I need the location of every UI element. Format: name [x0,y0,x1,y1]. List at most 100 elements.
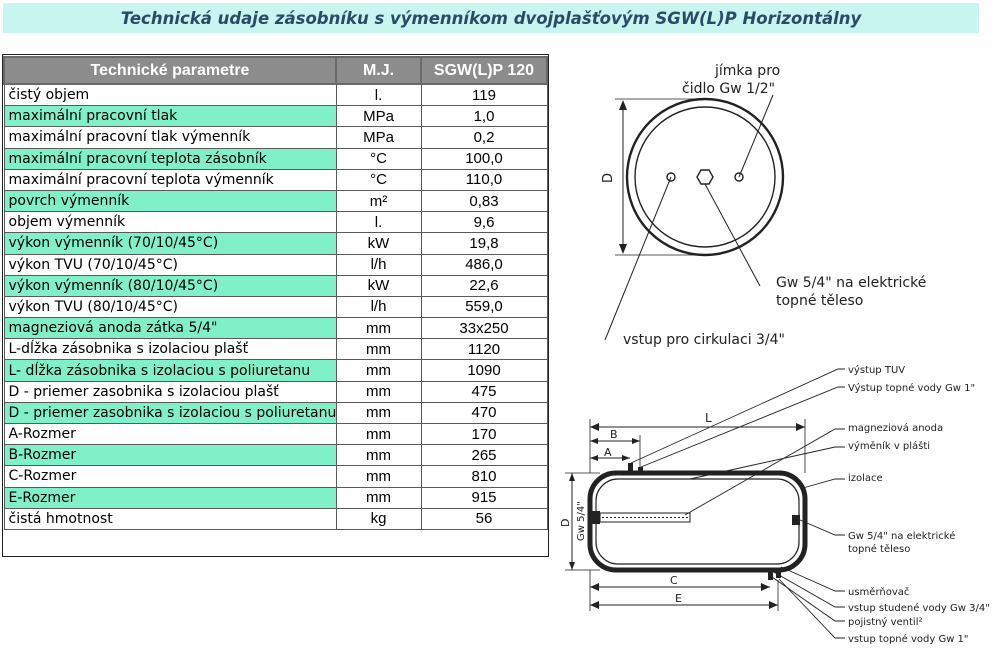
dim-d-arrow-top [569,473,575,481]
value-cell: 33x250 [420,317,548,340]
front-view-diagram: D jímka pro čidlo Gw 1/2" Gw 5/4" na ele… [601,63,926,348]
dim-c-label: C [670,574,678,587]
dim-d-label: D [601,173,616,183]
dim-a-arrow-right [622,455,630,461]
param-cell: E-Rozmer [3,486,337,509]
side-view-diagram: L B A D Gw 5/4" C E výstup TUV Výstup to… [560,364,990,645]
param-cell: A-Rozmer [3,422,337,446]
dim-b-arrow-left [590,438,598,444]
param-cell: výkon výmenník (80/10/45°C) [3,274,337,297]
dim-l-label: L [705,411,712,425]
header-parameter: Technické parametre [3,56,337,85]
header-unit: M.J. [335,56,422,85]
unit-cell: l. [335,211,422,234]
header-value: SGW(L)P 120 [420,56,548,85]
param-cell: D - priemer zasobnika s izolaciou plašť [3,380,337,403]
dim-a-arrow-left [590,455,598,461]
dim-b-arrow-right [632,438,640,444]
value-cell: 475 [420,380,548,403]
callout-safety-valve: pojistný ventil² [848,616,922,628]
dim-d-arrow-bottom [569,562,575,570]
callout-hot-water-out: výstup TUV [848,364,905,376]
pipe-hot-water-out [628,463,633,475]
callout-exchanger: výměník v plášti [848,440,930,452]
callout-heater-line1: Gw 5/4" na elektrické [848,530,955,542]
parameters-table: Technické parametre M.J. SGW(L)P 120 čis… [3,56,548,530]
dim-c-arrow-left [590,583,599,591]
unit-cell: mm [335,465,422,488]
unit-cell: m² [335,189,422,213]
leader-circulation [604,176,672,341]
unit-cell: mm [335,359,422,382]
dim-a-label: A [604,446,612,459]
unit-cell: mm [335,317,422,340]
callout-anode: magneziová anoda [848,422,943,434]
value-cell: 1120 [420,338,548,361]
param-cell: C-Rozmer [3,465,337,488]
unit-cell: mm [335,401,422,425]
value-cell: 170 [420,422,548,446]
param-cell: výkon výmenník (70/10/45°C) [3,232,337,255]
label-sensor-line2: čidlo Gw 1/2" [682,81,775,97]
anode-plug [590,511,600,524]
dim-l-arrow-right [796,423,805,431]
unit-cell: kW [335,274,422,297]
callout-heating-out: Výstup topné vody Gw 1" [848,382,975,394]
unit-cell: mm [335,338,422,361]
value-cell: 559,0 [420,295,548,319]
dim-b-label: B [610,428,618,441]
param-cell: výkon TVU (80/10/45°C) [3,295,337,319]
pipe-heating-in [776,568,781,578]
param-cell: maximální pracovní teplota zásobník [3,147,337,170]
param-cell: maximální pracovní teplota výmenník [3,168,337,191]
callout-heater-line2: topné těleso [848,543,910,555]
dim-e-label: E [675,592,682,605]
pipe-heating-out [638,467,643,475]
callout-insulation: izolace [848,473,883,484]
table-header-row: Technické parametre M.J. SGW(L)P 120 [3,56,548,85]
callout-rectifier: usměrňovač [848,586,909,598]
dim-arrow-top [619,100,627,110]
value-cell: 22,6 [420,274,548,297]
param-cell: L- dĺžka zásobnika s izolaciou s poliure… [3,359,337,382]
callout-heating-in: vstup topné vody Gw 1" [848,633,969,645]
value-cell: 810 [420,465,548,488]
dim-c-arrow-right [761,583,770,591]
value-cell: 1,0 [420,105,548,128]
heater-fitting [792,515,800,525]
param-cell: maximální pracovní tlak [3,105,337,128]
table-row: L- dĺžka zásobnika s izolaciou s poliure… [3,359,548,382]
table-row: D - priemer zasobnika s izolaciou s poli… [3,401,548,425]
label-heater-line1: Gw 5/4" na elektrické [776,275,926,291]
param-cell: maximální pracovní tlak výmenník [3,126,337,149]
unit-cell: mm [335,380,422,403]
heater-fitting-icon [696,169,714,185]
unit-cell: l. [335,83,422,107]
dim-d-label: D [560,519,572,527]
unit-cell: l/h [335,295,422,319]
param-cell: čistá hmotnost [3,507,337,530]
callout-cold-in: vstup studené vody Gw 3/4" [848,602,990,614]
leader-sensor [738,94,774,178]
value-cell: 0,2 [420,126,548,149]
unit-cell: °C [335,147,422,170]
param-cell: objem výmenník [3,211,337,234]
value-cell: 100,0 [420,147,548,170]
value-cell: 915 [420,486,548,509]
unit-cell: °C [335,168,422,191]
label-circulation: vstup pro cirkulaci 3/4" [623,332,785,348]
